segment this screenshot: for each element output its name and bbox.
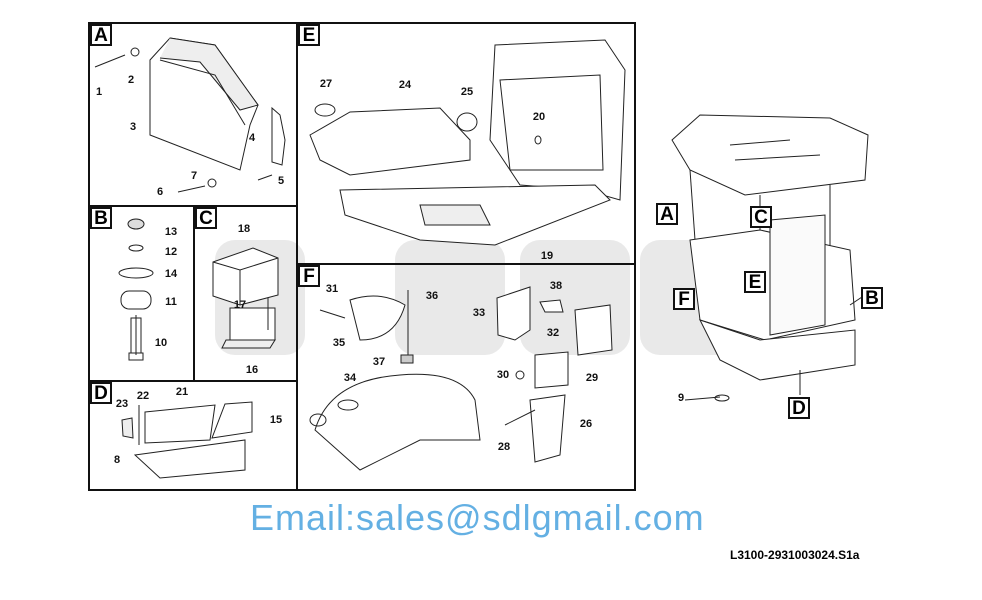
panel-tag-b: B [90, 207, 112, 229]
callout: 21 [175, 386, 189, 398]
callout: 13 [164, 226, 178, 238]
overview-tag-e: E [744, 271, 766, 293]
callout: 19 [540, 250, 554, 262]
callout: 24 [398, 79, 412, 91]
panel-b-frame [88, 205, 195, 382]
overview-tag-f: F [673, 288, 695, 310]
overview-tag-a: A [656, 203, 678, 225]
panel-tag-e: E [298, 24, 320, 46]
callout: 15 [269, 414, 283, 426]
background-logo-block [395, 240, 505, 355]
email-watermark: Email:sales@sdlgmail.com [250, 497, 705, 538]
drawing-number: L3100-2931003024.S1a [730, 548, 860, 562]
panel-tag-d: D [90, 382, 112, 404]
callout: 37 [372, 356, 386, 368]
panel-d-frame [88, 380, 298, 491]
panel-tag-f: F [298, 265, 320, 287]
callout: 34 [343, 372, 357, 384]
panel-e-frame [296, 22, 636, 265]
callout: 7 [190, 170, 198, 182]
callout: 30 [496, 369, 510, 381]
callout: 14 [164, 268, 178, 280]
overview-tag-b: B [861, 287, 883, 309]
callout: 22 [136, 390, 150, 402]
callout: 9 [677, 392, 685, 404]
callout: 2 [127, 74, 135, 86]
callout: 17 [233, 299, 247, 311]
callout: 18 [237, 223, 251, 235]
callout: 23 [115, 398, 129, 410]
callout: 28 [497, 441, 511, 453]
callout: 11 [165, 296, 177, 308]
callout: 3 [129, 121, 137, 133]
callout: 33 [472, 307, 486, 319]
callout: 36 [425, 290, 439, 302]
callout: 38 [549, 280, 563, 292]
callout: 26 [579, 418, 593, 430]
callout: 32 [546, 327, 560, 339]
callout: 16 [245, 364, 259, 376]
callout: 29 [585, 372, 599, 384]
callout: 1 [95, 86, 103, 98]
callout: 12 [164, 246, 178, 258]
callout: 27 [319, 78, 333, 90]
panel-tag-c: C [195, 207, 217, 229]
callout: 8 [113, 454, 121, 466]
panel-f-frame [296, 263, 636, 491]
callout: 10 [154, 337, 168, 349]
overview-tag-d: D [788, 397, 810, 419]
callout: 20 [532, 111, 546, 123]
overview-tag-c: C [750, 206, 772, 228]
callout: 4 [248, 132, 256, 144]
callout: 5 [277, 175, 285, 187]
callout: 25 [460, 86, 474, 98]
callout: 35 [332, 337, 346, 349]
callout: 6 [156, 186, 164, 198]
callout: 31 [325, 283, 339, 295]
panel-tag-a: A [90, 24, 112, 46]
